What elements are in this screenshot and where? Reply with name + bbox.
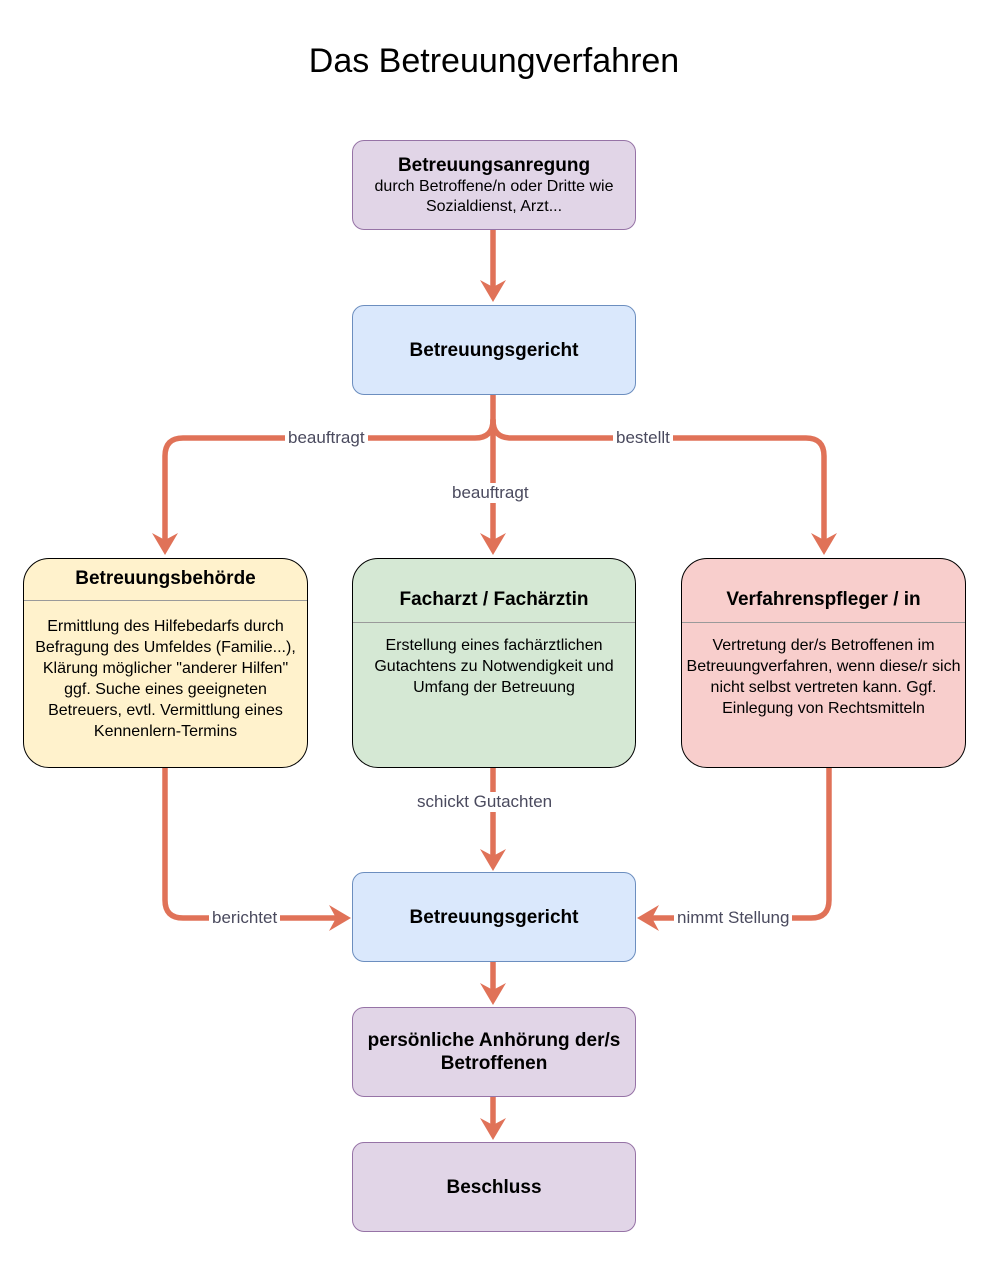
arrowhead-anhoerung	[480, 983, 506, 1005]
node-betreuungsbehoerde-divider	[24, 600, 307, 601]
node-betreuungsanregung: Betreuungsanregung durch Betroffene/n od…	[352, 140, 636, 230]
node-betreuungsbehoerde-title: Betreuungsbehörde	[75, 568, 256, 589]
edge-label-schickt-gutachten: schickt Gutachten	[414, 792, 556, 812]
edge-gericht-to-behoerde	[162, 417, 496, 544]
arrowhead-behoerde	[152, 533, 178, 555]
node-betreuungsbehoerde-body: Ermittlung des Hilfebedarfs durch Befrag…	[35, 618, 296, 740]
arrowhead-gericht-bottom-from-top	[480, 849, 506, 871]
node-facharzt-body: Erstellung eines fachärztlichen Gutachte…	[374, 637, 614, 696]
node-betreuungsbehoerde: Betreuungsbehörde Ermittlung des Hilfebe…	[23, 558, 308, 768]
node-betreuungsgericht-bottom: Betreuungsgericht	[352, 872, 636, 962]
diagram-title: Das Betreuungverfahren	[308, 42, 680, 80]
node-verfahrenspfleger-title: Verfahrenspfleger / in	[726, 589, 921, 610]
arrowhead-pfleger	[811, 533, 837, 555]
node-verfahrenspfleger-body: Vertretung der/s Betroffenen im Betreuun…	[686, 637, 961, 717]
node-beschluss: Beschluss	[352, 1142, 636, 1232]
node-verfahrenspfleger-divider	[682, 622, 965, 623]
edge-behoerde-to-gericht	[162, 765, 339, 921]
node-betreuungsanregung-subtitle: durch Betroffene/n oder Dritte wie Sozia…	[374, 177, 614, 215]
node-facharzt-divider	[353, 622, 635, 623]
node-verfahrenspfleger: Verfahrenspfleger / in Vertretung der/s …	[681, 558, 966, 768]
edge-label-nimmt-stellung: nimmt Stellung	[674, 908, 793, 928]
node-betreuungsgericht-bottom-title: Betreuungsgericht	[409, 906, 579, 928]
edge-label-berichtet: berichtet	[209, 908, 281, 928]
edge-label-beauftragt-facharzt: beauftragt	[449, 483, 532, 503]
edge-pfleger-to-gericht	[649, 765, 832, 921]
arrowhead-beschluss	[480, 1118, 506, 1140]
arrowhead-gericht-top	[480, 280, 506, 302]
arrowhead-gericht-bottom-from-left	[329, 905, 351, 931]
node-betreuungsgericht-top-title: Betreuungsgericht	[409, 339, 579, 361]
edge-gericht-to-pfleger	[490, 417, 827, 544]
arrowhead-facharzt	[480, 533, 506, 555]
edge-label-bestellt: bestellt	[613, 428, 673, 448]
node-persoenliche-anhoerung-title: persönliche Anhörung der/s Betroffenen	[367, 1030, 621, 1074]
node-betreuungsanregung-title: Betreuungsanregung	[397, 154, 591, 176]
node-persoenliche-anhoerung: persönliche Anhörung der/s Betroffenen	[352, 1007, 636, 1097]
arrowhead-gericht-bottom-from-right	[637, 905, 659, 931]
node-facharzt-title: Facharzt / Fachärztin	[399, 589, 589, 610]
node-beschluss-title: Beschluss	[446, 1176, 542, 1198]
node-facharzt: Facharzt / Fachärztin Erstellung eines f…	[352, 558, 636, 768]
edge-label-beauftragt-behoerde: beauftragt	[285, 428, 368, 448]
node-betreuungsgericht-top: Betreuungsgericht	[352, 305, 636, 395]
